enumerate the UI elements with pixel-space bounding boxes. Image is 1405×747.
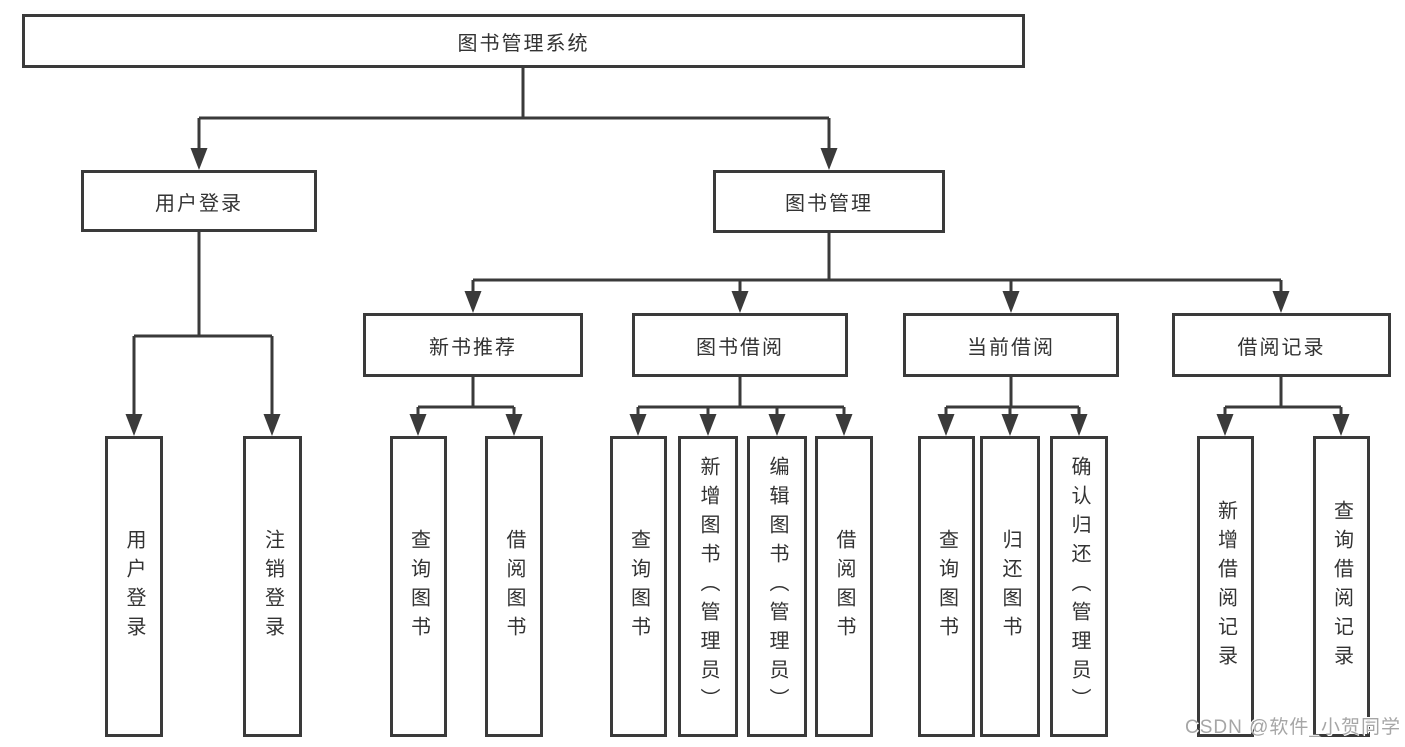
leaf-label: 借阅图书 (833, 528, 855, 645)
leaf-label: 归还图书 (999, 528, 1021, 645)
leaf-label: 查询借阅记录 (1330, 499, 1353, 674)
leaf-add-borrow-record: 新增借阅记录 (1197, 436, 1254, 737)
node-label: 用户登录 (155, 192, 243, 215)
leaf-edit-books-admin: 编辑图书（管理员） (747, 436, 807, 737)
leaf-borrow-books-recommend: 借阅图书 (485, 436, 543, 737)
node-label: 新书推荐 (429, 336, 517, 359)
csdn-watermark: CSDN @软件_小贺同学 (1185, 717, 1401, 738)
leaf-label: 查询图书 (935, 528, 958, 645)
leaf-logout: 注销登录 (243, 436, 302, 737)
leaf-borrow-books: 借阅图书 (815, 436, 873, 737)
leaf-label: 编辑图书（管理员） (766, 456, 788, 717)
node-book-borrow: 图书借阅 (632, 313, 848, 377)
leaf-query-books-current: 查询图书 (918, 436, 975, 737)
node-label: 图书管理 (785, 193, 873, 215)
node-user-login: 用户登录 (81, 170, 317, 232)
node-library-management-system: 图书管理系统 (22, 14, 1025, 68)
node-book-management: 图书管理 (713, 170, 945, 233)
node-label: 当前借阅 (967, 336, 1055, 359)
leaf-label: 借阅图书 (503, 528, 525, 645)
leaf-label: 查询图书 (627, 528, 650, 645)
node-current-borrow: 当前借阅 (903, 313, 1119, 377)
leaf-label: 新增图书（管理员） (697, 456, 719, 717)
leaf-return-books: 归还图书 (980, 436, 1040, 737)
leaf-query-books-recommend: 查询图书 (390, 436, 447, 737)
leaf-label: 用户登录 (123, 528, 145, 645)
leaf-user-login: 用户登录 (105, 436, 163, 737)
node-label: 图书管理系统 (457, 32, 590, 55)
arrowhead-group (125, 148, 1350, 436)
node-borrow-records: 借阅记录 (1172, 313, 1391, 377)
leaf-add-books-admin: 新增图书（管理员） (678, 436, 738, 737)
leaf-label: 查询图书 (407, 528, 430, 645)
leaf-label: 确认归还（管理员） (1068, 456, 1090, 717)
node-label: 借阅记录 (1237, 336, 1326, 359)
leaf-query-borrow-record: 查询借阅记录 (1313, 436, 1370, 737)
leaf-label: 注销登录 (261, 528, 284, 645)
node-new-book-recommend: 新书推荐 (363, 313, 583, 377)
leaf-query-books-borrow: 查询图书 (610, 436, 667, 737)
leaf-label: 新增借阅记录 (1214, 499, 1237, 674)
leaf-confirm-return-admin: 确认归还（管理员） (1050, 436, 1108, 737)
node-label: 图书借阅 (696, 336, 784, 359)
